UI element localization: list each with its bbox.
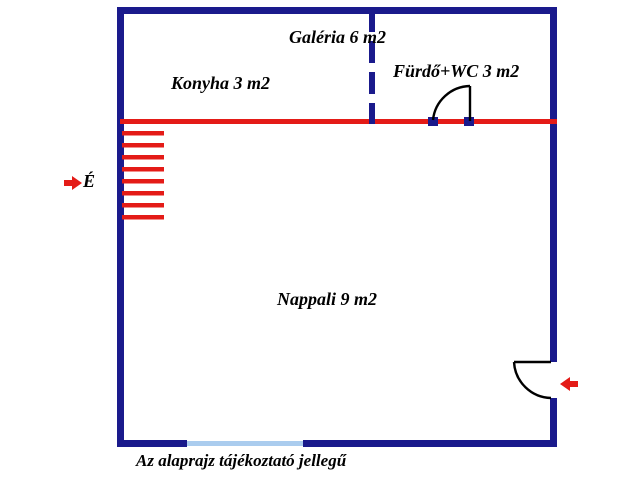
room-label-konyha: Konyha 3 m2 [171, 73, 271, 93]
stair-step [122, 167, 164, 172]
entrance-arrow-icon [560, 377, 578, 391]
interior-partition-line [120, 119, 557, 124]
wall-right-lower [550, 398, 557, 447]
north-direction-label: É [83, 171, 96, 191]
window-bottom [187, 441, 303, 446]
room-label-galeria: Galéria 6 m2 [289, 27, 386, 47]
stair-step [122, 131, 164, 136]
wall-left [117, 7, 124, 447]
wall-bottom-left [117, 440, 187, 447]
wall-bottom-right [303, 440, 557, 447]
stair-step [122, 191, 164, 196]
entrance-door [512, 360, 552, 400]
north-arrow-icon [64, 176, 82, 190]
room-label-furdo-wc: Fürdő+WC 3 m2 [393, 61, 520, 81]
stair-step [122, 203, 164, 208]
entrance-arrow [560, 377, 578, 391]
wall-top [117, 7, 557, 14]
north-arrow [64, 176, 82, 190]
wall-right-upper [550, 7, 557, 362]
bathroom-door [428, 84, 474, 126]
staircase-steps [122, 131, 164, 220]
stair-step [122, 155, 164, 160]
disclaimer-footnote: Az alaprajz tájékoztató jellegű [136, 451, 347, 470]
window-glazing [187, 441, 303, 446]
room-label-nappali: Nappali 9 m2 [277, 289, 378, 309]
stair-step [122, 179, 164, 184]
door-jamb-right [464, 117, 474, 126]
partition-horizontal [120, 119, 557, 124]
stair-step [122, 215, 164, 220]
entrance-door-swing-arc [512, 361, 552, 400]
door-jamb-left [428, 117, 438, 126]
outer-walls [117, 7, 557, 447]
door-swing-arc [431, 84, 471, 121]
stair-step [122, 143, 164, 148]
